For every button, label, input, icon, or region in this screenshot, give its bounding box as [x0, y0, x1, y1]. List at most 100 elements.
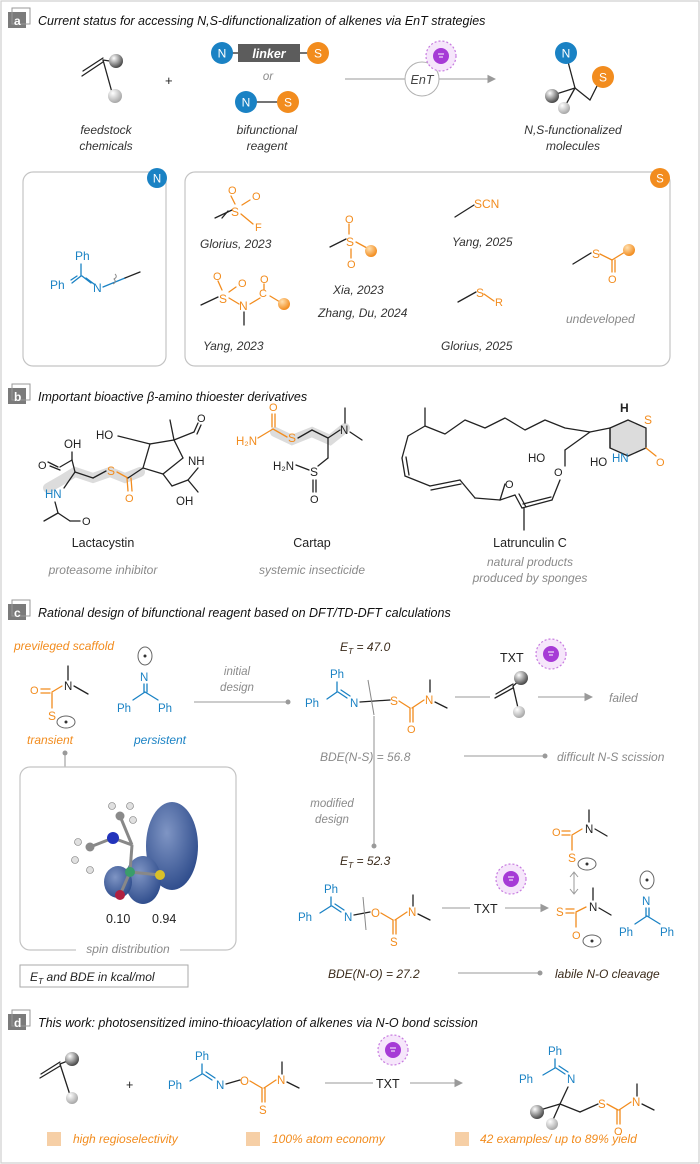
ref-xia-2023: Xia, 2023 [332, 283, 384, 297]
direct-reagent: N S [235, 91, 299, 113]
s-atom-label: S [259, 1105, 267, 1117]
difficult-label: difficult N-S scission [557, 750, 665, 764]
o-atom-label: O [238, 278, 247, 290]
s-atom-label: S [48, 709, 56, 723]
ph-label: Ph [324, 884, 338, 896]
cartap-desc: systemic insecticide [259, 563, 365, 577]
bifunctional-label: reagent [247, 139, 288, 153]
c-atom-label: C [259, 288, 267, 300]
ph-label: Ph [305, 698, 319, 710]
spin-value-b: 0.94 [152, 912, 176, 926]
o-atom-label: O [260, 274, 269, 286]
s-atom-label: S [346, 235, 354, 249]
product-structure: Ph Ph N S O N [519, 1046, 655, 1138]
feedstock-label: chemicals [79, 139, 132, 153]
o-atom-label: O [572, 930, 581, 942]
s-atom-label: S [390, 937, 398, 949]
feature-square-icon [455, 1132, 469, 1146]
orbital-lobe-icon [104, 866, 132, 898]
h2n-label: H₂N [273, 461, 294, 473]
plus-sign: + [126, 1078, 133, 1092]
panel-a-tag: a [8, 7, 31, 28]
scaffold-label: previleged scaffold [13, 639, 114, 653]
feature-item: 42 examples/ up to 89% yield [480, 1132, 637, 1146]
s-atom-label: S [568, 851, 576, 865]
o-radical-top: N O S [552, 809, 608, 871]
o-atom-label: O [347, 259, 356, 271]
initial-design-label: design [220, 682, 254, 694]
cartap-structure: O H₂N S N S H₂N O [236, 402, 363, 506]
txt-label: TXT [376, 1077, 400, 1091]
o-atom-label: O [240, 1076, 249, 1088]
latrunculin-desc: natural products [487, 555, 573, 569]
et1-label: ET = 47.0 [340, 640, 391, 656]
cartap-name: Cartap [293, 536, 331, 550]
orbital-lobe-icon [125, 856, 161, 904]
ph-label: Ph [195, 1051, 209, 1063]
modified-reagent: Ph Ph N O S N [298, 884, 431, 949]
n-atom-label: N [344, 912, 352, 924]
panel-d-title: This work: photosensitized imino-thioacy… [38, 1016, 478, 1030]
n-atom-label: N [64, 681, 72, 693]
units-note: ET and BDE in kcal/mol [30, 970, 155, 986]
ph-label: Ph [158, 703, 172, 715]
s-radical-bottom: N S O [556, 887, 612, 948]
n-reagent-box: N Ph Ph N [22, 168, 167, 367]
o-atom-label: O [30, 685, 39, 697]
panel-c-letter: c [14, 606, 21, 620]
o-atom-label: O [608, 274, 617, 286]
panel-a-title: Current status for accessing N,S-difunct… [38, 14, 485, 28]
txt-label: TXT [500, 651, 524, 665]
light-bulb-icon [535, 638, 567, 670]
feature-square-icon [246, 1132, 260, 1146]
persistent-radical: N Ph Ph [117, 646, 172, 715]
features-row: high regioselectivity 100% atom economy … [47, 1132, 637, 1146]
modified-design-label: design [315, 814, 349, 826]
ref-yang-2025: Yang, 2025 [452, 235, 513, 249]
panel-a: a Current status for accessing N,S-difun… [8, 7, 671, 367]
hn-label: HN [612, 453, 629, 465]
n-atom-label: N [632, 1097, 640, 1109]
light-bulb-icon [495, 863, 527, 895]
ref-glorius-2025: Glorius, 2025 [441, 339, 513, 353]
initial-design-label: initial [224, 666, 251, 678]
panel-c-title: Rational design of bifunctional reagent … [38, 606, 451, 620]
o-atom-label: O [407, 724, 416, 736]
ph-label: Ph [660, 927, 674, 939]
transient-label: transient [27, 733, 74, 747]
s-atom-label: S [231, 205, 239, 219]
o-atom-label: O [345, 214, 354, 226]
n-atom-label: N [216, 1080, 224, 1092]
o-atom-label: O [228, 185, 237, 197]
r-atom-label: R [495, 297, 503, 309]
iminyl-radical: N Ph Ph [619, 870, 674, 939]
o-atom-label: O [269, 402, 278, 414]
f-atom-label: F [255, 222, 262, 234]
bde-no-label: BDE(N-O) = 27.2 [328, 967, 420, 981]
feature-item: high regioselectivity [73, 1132, 179, 1146]
labile-label: labile N-O cleavage [555, 967, 660, 981]
thioester-icon: S O [572, 244, 635, 286]
ho-label: HO [528, 453, 545, 465]
oh-label: OH [64, 439, 81, 451]
product-label: molecules [546, 139, 600, 153]
panel-d-letter: d [14, 1016, 21, 1030]
s-atom-label: S [644, 413, 652, 427]
n-atom-label: N [350, 698, 358, 710]
sulfonamide-icon: S O O N C O [200, 271, 290, 326]
s-badge-icon: S [656, 174, 664, 186]
lactacystin-name: Lactacystin [72, 536, 135, 550]
ph-label: Ph [619, 927, 633, 939]
n-atom-label: N [642, 896, 650, 908]
o-atom-label: O [371, 908, 380, 920]
light-bulb-icon [377, 1034, 409, 1066]
o-atom-label: O [614, 1126, 623, 1138]
s-badge-icon: S [599, 71, 607, 85]
linker-reagent: N linker S [211, 42, 329, 64]
o-atom-label: O [552, 827, 561, 839]
linker-label: linker [252, 47, 286, 61]
scn-label: SCN [474, 197, 499, 211]
feature-square-icon [47, 1132, 61, 1146]
